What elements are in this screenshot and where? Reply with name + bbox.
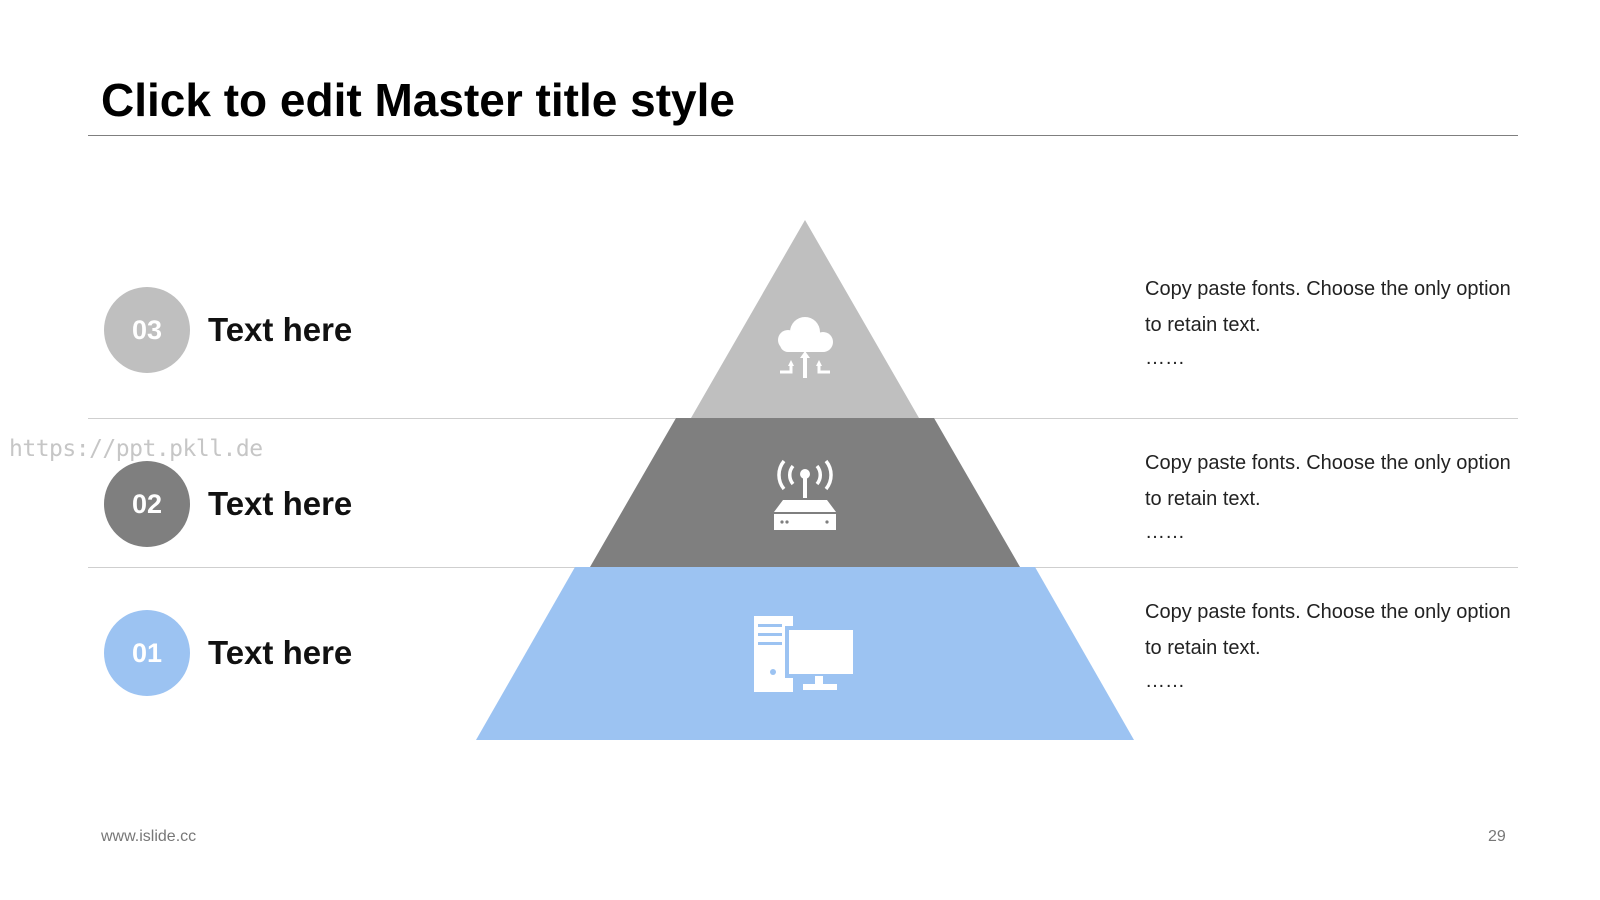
watermark: https://ppt.pkll.de <box>9 436 263 462</box>
level-description-03[interactable]: Copy paste fonts. Choose the only option… <box>1145 271 1525 373</box>
description-text: Copy paste fonts. Choose the only option… <box>1145 452 1511 510</box>
desktop-computer-icon <box>754 616 857 692</box>
description-text: Copy paste fonts. Choose the only option… <box>1145 601 1511 659</box>
page-number: 29 <box>1488 828 1506 845</box>
level-label-03[interactable]: Text here <box>208 311 353 348</box>
description-ellipsis: …… <box>1145 521 1185 543</box>
level-badge-01: 01 <box>104 610 190 696</box>
description-text: Copy paste fonts. Choose the only option… <box>1145 278 1511 336</box>
level-label-02[interactable]: Text here <box>208 485 353 522</box>
level-number: 03 <box>131 314 163 345</box>
footer-website: www.islide.cc <box>101 828 197 845</box>
level-badge-03: 03 <box>104 287 190 373</box>
description-ellipsis: …… <box>1145 347 1185 369</box>
description-ellipsis: …… <box>1145 670 1185 692</box>
level-number: 01 <box>131 637 163 668</box>
level-label-01[interactable]: Text here <box>208 634 353 671</box>
title-divider <box>88 135 1518 136</box>
level-description-02[interactable]: Copy paste fonts. Choose the only option… <box>1145 445 1525 547</box>
level-number: 02 <box>131 488 163 519</box>
level-description-01[interactable]: Copy paste fonts. Choose the only option… <box>1145 594 1525 696</box>
cloud-upload-icon <box>778 317 833 378</box>
level-badge-02: 02 <box>104 461 190 547</box>
wireless-router-icon <box>774 459 836 530</box>
slide-title[interactable]: Click to edit Master title style <box>101 74 735 126</box>
